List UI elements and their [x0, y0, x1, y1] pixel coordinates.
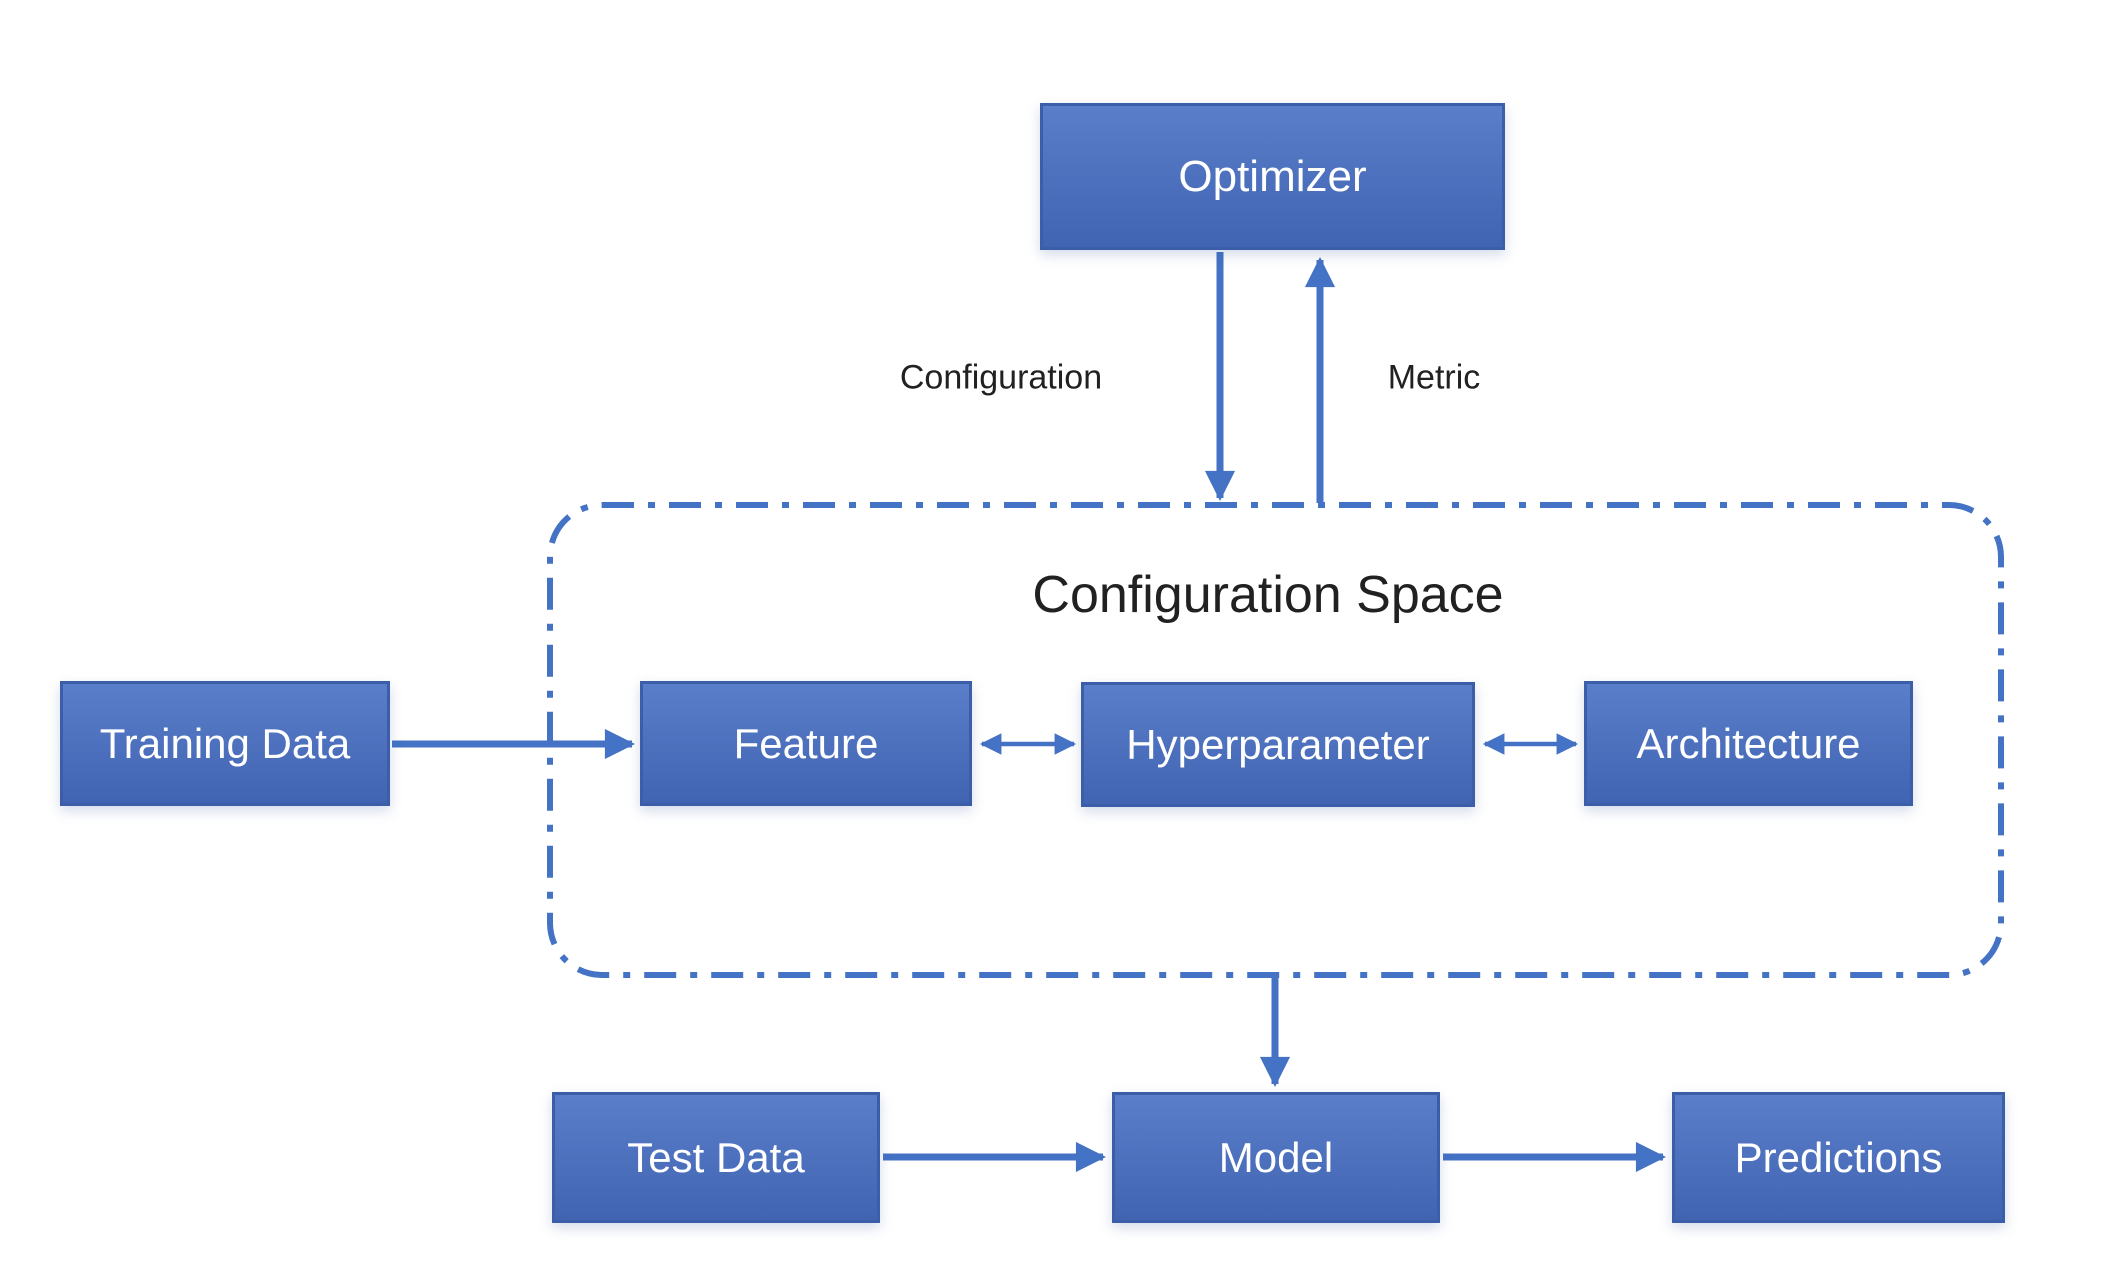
- node-model: Model: [1112, 1092, 1440, 1223]
- configuration-space-title: Configuration Space: [1032, 566, 1504, 624]
- node-architecture: Architecture: [1584, 681, 1913, 806]
- node-predictions: Predictions: [1672, 1092, 2005, 1223]
- node-feature: Feature: [640, 681, 972, 806]
- node-test-data: Test Data: [552, 1092, 880, 1223]
- edge-label-configuration: Configuration: [899, 358, 1103, 397]
- node-training-data: Training Data: [60, 681, 390, 806]
- node-optimizer: Optimizer: [1040, 103, 1505, 250]
- node-hyperparameter: Hyperparameter: [1081, 682, 1475, 807]
- edge-label-metric: Metric: [1387, 358, 1481, 397]
